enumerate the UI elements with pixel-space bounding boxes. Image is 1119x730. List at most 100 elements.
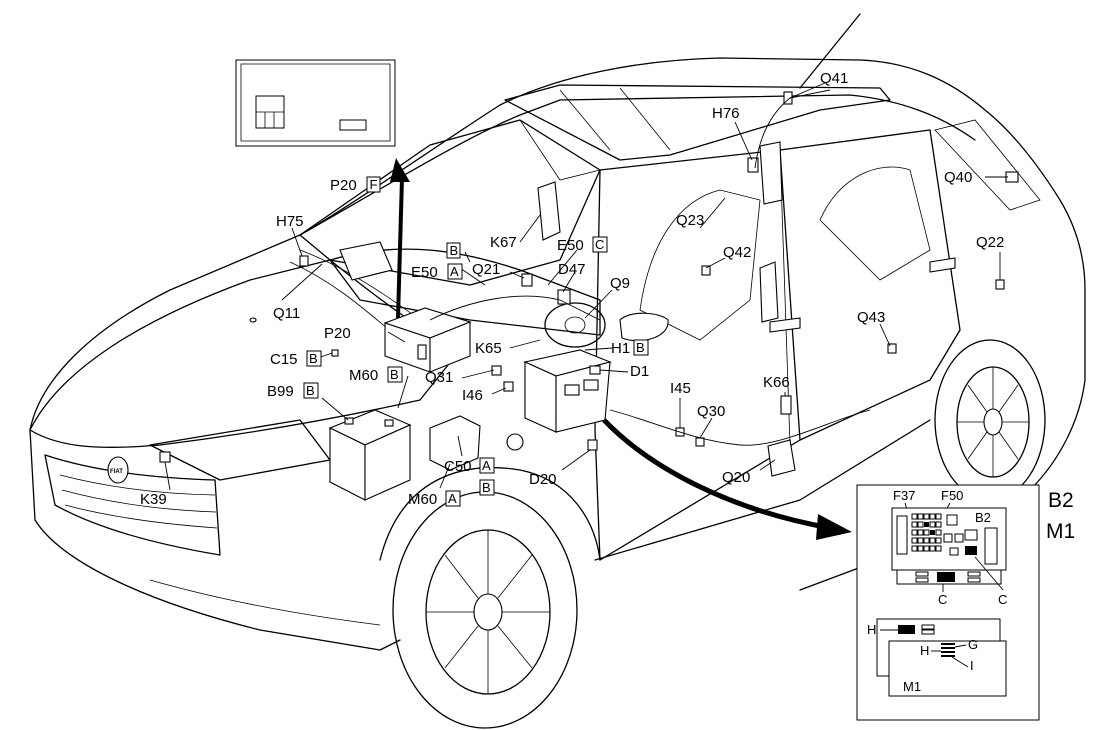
arrow-head-up: [390, 158, 410, 182]
leader-lines: [164, 82, 1008, 491]
inset-lead-i: [951, 656, 969, 668]
connector-h75: [299, 255, 309, 267]
fuse: [911, 529, 918, 536]
inset-label-i: I: [970, 658, 974, 673]
p20-inset-bezel: [240, 63, 391, 142]
p20-unit: [383, 307, 472, 373]
inset-relay-d: [964, 529, 978, 541]
lead-h1b: [584, 347, 613, 351]
sunroof-panel-b: [619, 87, 671, 151]
label-q22: Q22: [976, 234, 1004, 251]
callout-labels: Q41 H76 Q40 Q23 Q22 Q42 P20 F H75 B K67 …: [140, 70, 1004, 508]
lead-k65: [509, 339, 541, 349]
fuse: [935, 513, 942, 520]
fuse: [929, 521, 936, 528]
inset-fusebox-left-col: [896, 515, 908, 555]
label-k67: K67: [490, 234, 517, 251]
label-q9: Q9: [610, 275, 630, 292]
fuse: [929, 513, 936, 520]
lead-k67: [519, 214, 541, 243]
inset-title-m1: M1: [1046, 520, 1075, 543]
inset-m1-slot-b: [921, 629, 935, 635]
lead-q9: [584, 289, 613, 319]
p20-inset: [235, 59, 396, 147]
fiat-badge-ring: [107, 456, 129, 484]
fuse: [917, 529, 924, 536]
label-q43: Q43: [857, 309, 885, 326]
connector-k66: [780, 395, 792, 415]
battery-terminal-a: [344, 417, 354, 425]
harness-roof: [754, 89, 831, 169]
letter-box-m60b: [387, 366, 403, 383]
fiat-badge-text: FIAT: [110, 469, 123, 475]
inset-connector-slot-c: [967, 571, 981, 577]
inset-connector-b2-highlight: [965, 546, 977, 555]
wiper-motor: [339, 241, 393, 281]
inset-label-g: G: [968, 637, 978, 652]
label-m60b: M60: [349, 367, 378, 384]
label-d20: D20: [529, 471, 557, 488]
fuse: [935, 521, 942, 528]
steering-wheel: [544, 302, 606, 348]
inset-label-f50: F50: [941, 488, 963, 503]
letter-box-c15b: [306, 350, 322, 367]
body-computer-connector-a: [564, 384, 580, 396]
connector-q20: [767, 439, 796, 477]
inset-label-f37: F37: [893, 488, 915, 503]
connector-k39: [159, 451, 171, 463]
inset-connector-slot-a: [915, 571, 929, 577]
grille: [44, 454, 221, 556]
label-d1: D1: [630, 363, 649, 380]
fuse-box-m60: [429, 415, 481, 471]
inset-connector-slot-d: [967, 577, 981, 583]
letter-box-c50a: [479, 457, 495, 474]
headlight: [149, 419, 331, 481]
inset-m1-pin-block: [941, 643, 955, 657]
rear-seat: [819, 166, 931, 281]
inset-relay-a: [946, 514, 958, 526]
label-h75: H75: [276, 213, 304, 230]
letter-b-low: B: [482, 480, 491, 495]
body-computer-connector-b: [583, 379, 599, 391]
letter-e50c: C: [595, 237, 604, 252]
lead-d1: [599, 369, 629, 373]
letter-box-m60a: [445, 490, 461, 507]
rear-wheel-spokes: [957, 367, 1029, 477]
rear-wheel-hub: [983, 408, 1003, 436]
horn: [506, 433, 524, 451]
lower-bumper: [149, 579, 381, 626]
label-q42: Q42: [723, 244, 751, 261]
label-k65: K65: [475, 340, 502, 357]
fiat-badge: FIAT: [107, 456, 129, 484]
fuse: [917, 545, 924, 552]
connector-q11: [249, 317, 257, 323]
lead-d47: [562, 271, 576, 293]
lead-q20: [759, 459, 776, 471]
arrow-to-b2-inset: [602, 418, 852, 540]
inset-label-b2: B2: [975, 510, 991, 525]
p20-connector: [417, 344, 427, 360]
fuse: [935, 537, 942, 544]
fuse: [911, 521, 918, 528]
front-bumper: [29, 429, 401, 651]
fuse: [917, 513, 924, 520]
connector-q30: [695, 437, 705, 447]
a-pillar-trim: [537, 181, 561, 241]
arrow-to-p20-inset: [390, 158, 410, 319]
fuse: [917, 537, 924, 544]
pin: [941, 647, 955, 649]
label-e50c: E50: [557, 237, 584, 254]
battery: [328, 409, 412, 501]
label-p20f: P20: [330, 177, 357, 194]
inset-connector-c-highlight: [937, 572, 955, 582]
pin: [941, 643, 955, 645]
lead-d20: [561, 449, 591, 471]
connector-d20: [587, 439, 598, 451]
label-e50a: E50: [411, 264, 438, 281]
letter-box-b99b: [303, 382, 319, 399]
inset-fusebox-right-col: [984, 527, 998, 565]
label-k66: K66: [763, 374, 790, 391]
connector-q22: [995, 279, 1005, 290]
label-q21: Q21: [472, 261, 500, 278]
front-door-handle: [769, 317, 801, 333]
